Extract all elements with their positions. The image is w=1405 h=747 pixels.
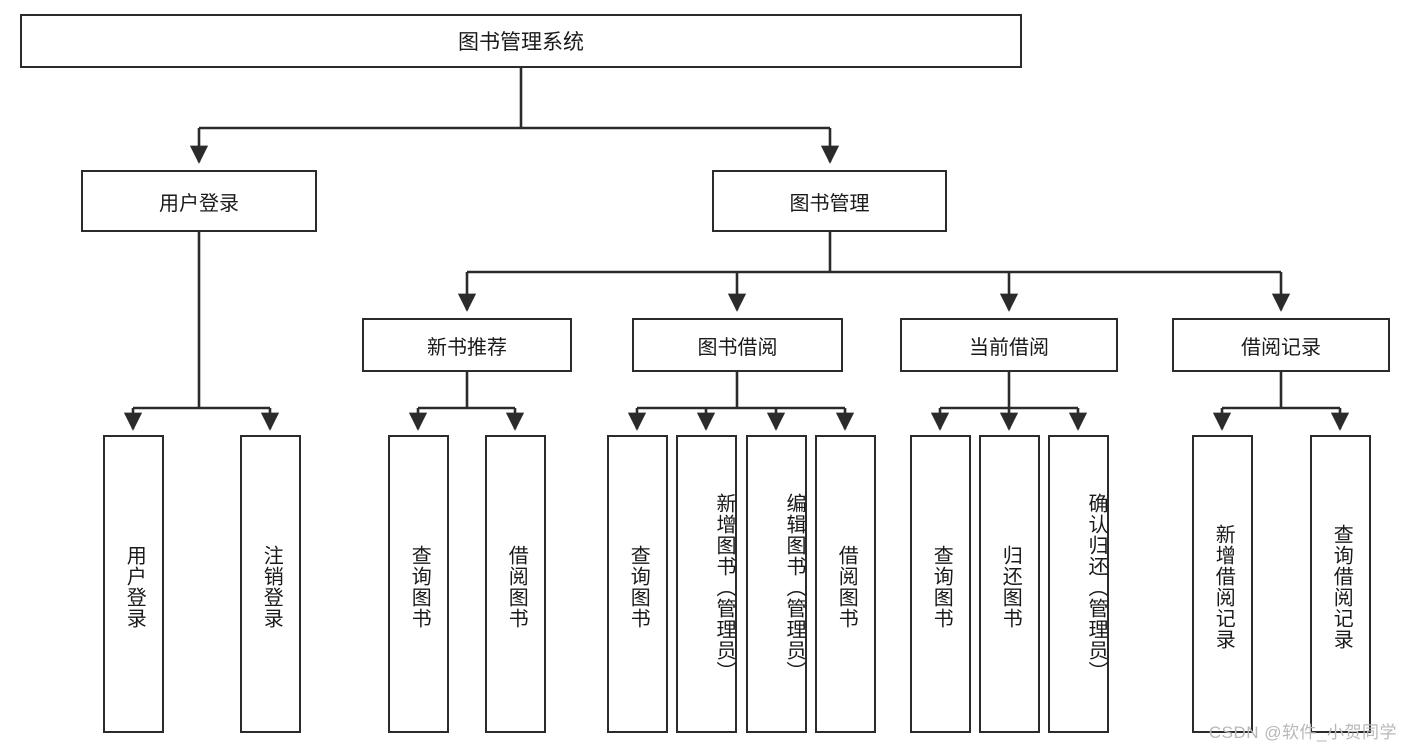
leaf-query-books-current-label: 查询图书 — [930, 545, 953, 629]
node-book-borrow[interactable]: 图书借阅 — [632, 318, 843, 372]
leaf-edit-book-admin[interactable]: 编辑图书（管理员） — [746, 435, 807, 733]
leaf-borrow-books[interactable]: 借阅图书 — [815, 435, 876, 733]
leaf-edit-book-admin-label: 编辑图书（管理员） — [783, 492, 805, 682]
leaf-query-books-borrow-label: 查询图书 — [627, 545, 650, 629]
node-user-login-label: 用户登录 — [159, 192, 239, 215]
node-current-borrow[interactable]: 当前借阅 — [900, 318, 1118, 372]
leaf-return-books-label: 归还图书 — [999, 545, 1022, 629]
node-book-borrow-label: 图书借阅 — [697, 336, 778, 359]
leaf-query-books-recommend-label: 查询图书 — [408, 545, 431, 629]
leaf-add-borrow-record[interactable]: 新增借阅记录 — [1192, 435, 1253, 733]
node-book-management[interactable]: 图书管理 — [712, 170, 947, 232]
leaf-borrow-books-label: 借阅图书 — [835, 545, 858, 629]
leaf-borrow-books-recommend-label: 借阅图书 — [505, 545, 528, 629]
leaf-add-book-admin[interactable]: 新增图书（管理员） — [676, 435, 737, 733]
leaf-query-borrow-record[interactable]: 查询借阅记录 — [1310, 435, 1371, 733]
leaf-user-logout[interactable]: 注销登录 — [240, 435, 301, 733]
leaf-confirm-return-admin-label: 确认归还（管理员） — [1085, 492, 1107, 682]
node-borrow-records[interactable]: 借阅记录 — [1172, 318, 1390, 372]
leaf-user-login-label: 用户登录 — [123, 545, 146, 629]
leaf-borrow-books-recommend[interactable]: 借阅图书 — [485, 435, 546, 733]
node-root[interactable]: 图书管理系统 — [20, 14, 1022, 68]
leaf-query-books-recommend[interactable]: 查询图书 — [388, 435, 449, 733]
leaf-confirm-return-admin[interactable]: 确认归还（管理员） — [1048, 435, 1109, 733]
leaf-return-books[interactable]: 归还图书 — [979, 435, 1040, 733]
node-current-borrow-label: 当前借阅 — [969, 336, 1049, 359]
leaf-query-books-current[interactable]: 查询图书 — [910, 435, 971, 733]
leaf-query-books-borrow[interactable]: 查询图书 — [607, 435, 668, 733]
leaf-user-login[interactable]: 用户登录 — [103, 435, 164, 733]
node-borrow-records-label: 借阅记录 — [1241, 336, 1321, 359]
leaf-add-borrow-record-label: 新增借阅记录 — [1212, 524, 1235, 650]
leaf-query-borrow-record-label: 查询借阅记录 — [1330, 524, 1353, 650]
csdn-watermark-text: CSDN @软件_小贺同学 — [1208, 723, 1397, 742]
leaf-add-book-admin-label: 新增图书（管理员） — [713, 492, 735, 682]
node-book-management-label: 图书管理 — [789, 192, 870, 215]
node-new-book-recommend-label: 新书推荐 — [427, 336, 507, 359]
leaf-user-logout-label: 注销登录 — [260, 545, 283, 629]
node-user-login[interactable]: 用户登录 — [81, 170, 317, 232]
csdn-watermark: CSDN @软件_小贺同学 — [1209, 718, 1397, 743]
node-root-label: 图书管理系统 — [458, 31, 584, 54]
node-new-book-recommend[interactable]: 新书推荐 — [362, 318, 572, 372]
